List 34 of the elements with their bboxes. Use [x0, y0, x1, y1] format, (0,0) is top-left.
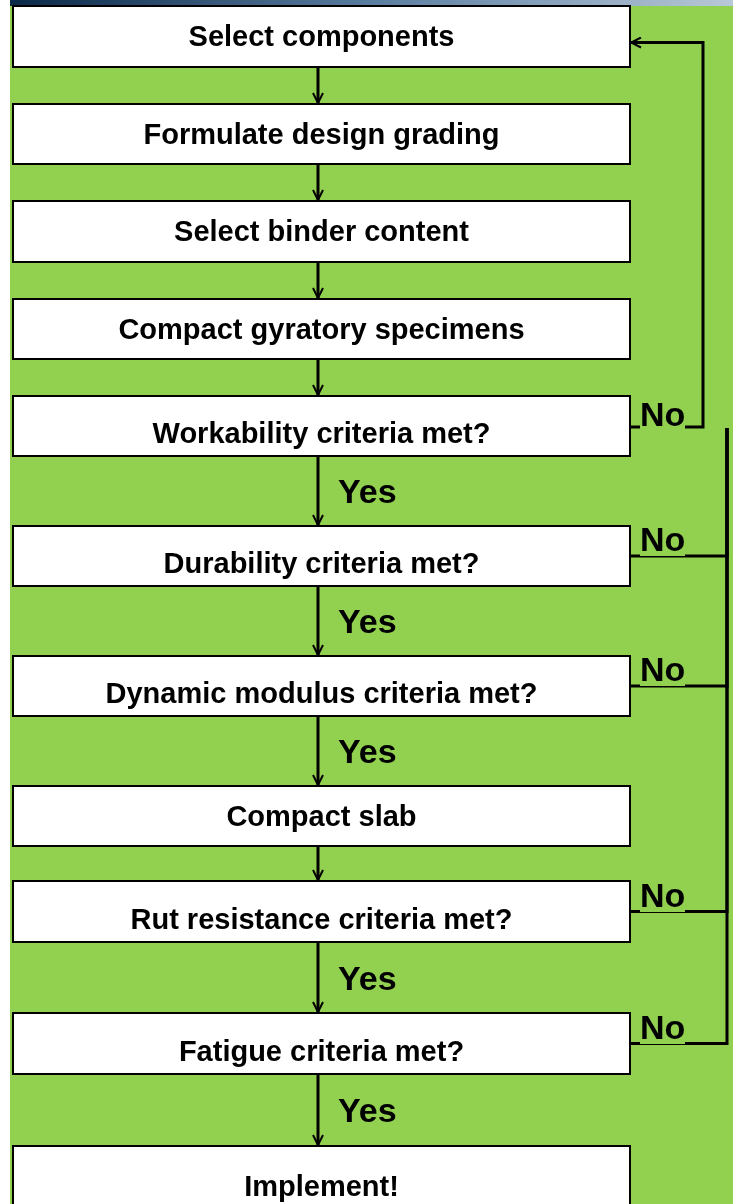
box-label: Select components	[188, 19, 455, 55]
box-label: Workability criteria met?	[152, 415, 491, 451]
process-box	[12, 655, 631, 717]
box-label: Durability criteria met?	[163, 545, 480, 581]
process-box	[12, 395, 631, 457]
process-box	[12, 1145, 631, 1204]
feedback-connector	[630, 36, 705, 429]
box-label: Compact slab	[226, 798, 417, 834]
arrow	[312, 943, 324, 1013]
box-label: Dynamic modulus criteria met?	[105, 675, 538, 711]
process-box	[12, 200, 631, 263]
process-box	[12, 785, 631, 847]
process-box	[12, 298, 631, 360]
arrow	[312, 847, 324, 881]
feedback-connector	[631, 428, 729, 1045]
arrow	[312, 717, 324, 786]
box-label: Compact gyratory specimens	[118, 311, 525, 347]
box-label: Fatigue criteria met?	[178, 1033, 465, 1069]
process-box	[12, 103, 631, 165]
arrow	[312, 68, 324, 104]
process-box	[12, 1012, 631, 1075]
arrow	[312, 360, 324, 396]
process-box	[12, 880, 631, 943]
box-label: Rut resistance criteria met?	[130, 901, 513, 937]
arrow	[312, 165, 324, 201]
box-label: Select binder content	[174, 214, 469, 250]
box-label: Formulate design grading	[143, 116, 500, 152]
arrow	[312, 587, 324, 656]
box-label: Implement!	[244, 1168, 399, 1204]
process-box	[12, 525, 631, 587]
arrow	[312, 263, 324, 299]
process-box	[12, 5, 631, 68]
arrow	[312, 457, 324, 526]
arrow	[312, 1075, 324, 1146]
